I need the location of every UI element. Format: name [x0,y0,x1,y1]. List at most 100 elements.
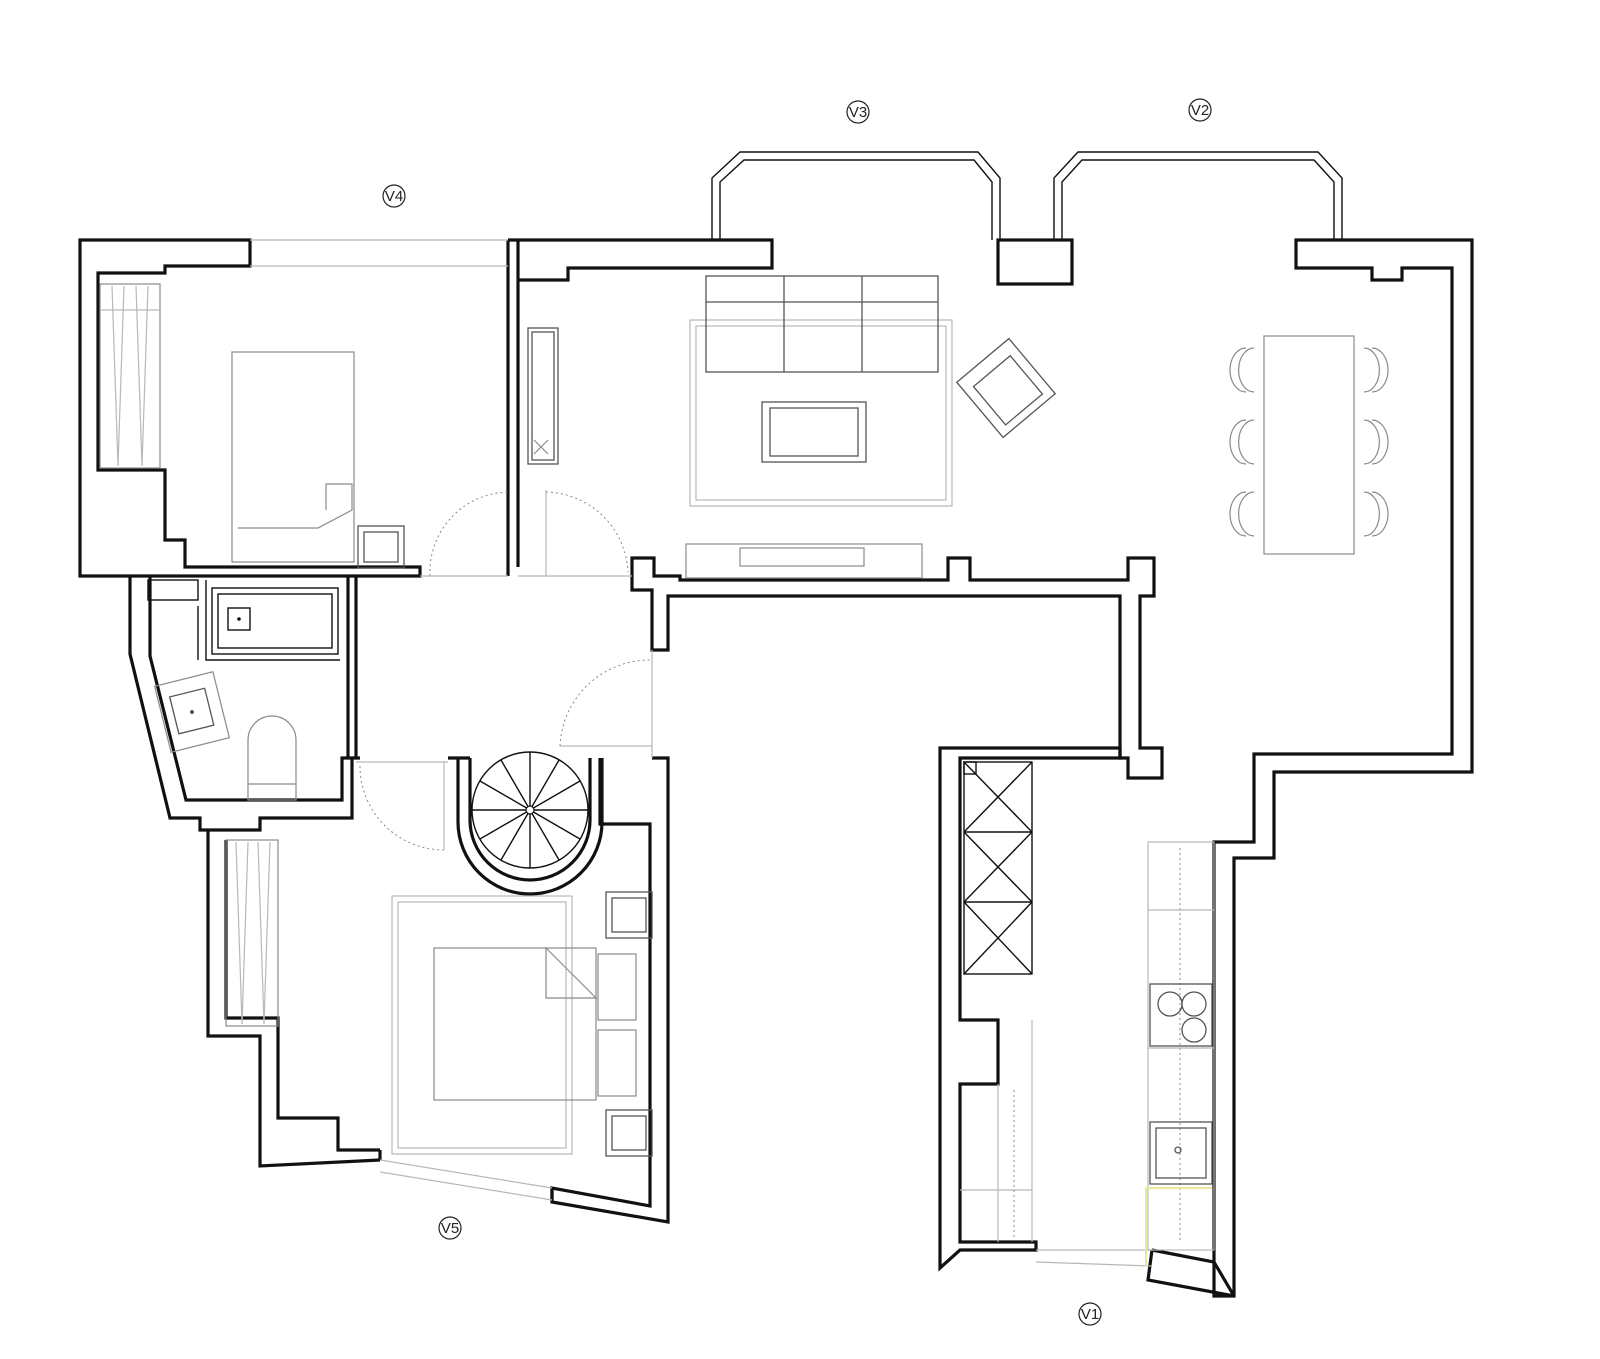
bathtub-inner [217,593,333,649]
door-bedroom-2-frame [356,761,448,850]
marker-v1: V1 [1078,1302,1102,1326]
tall-cabinet-crosses [963,761,1033,975]
marker-v4: V4 [382,184,406,208]
bathroom-walls [128,576,354,832]
dining-furniture [1229,335,1389,555]
bath-wall-inner [197,580,340,661]
toilet [247,715,297,801]
right-outer-wall [1212,238,1474,1298]
bath-shelf [147,579,199,601]
kitchen-counter-left [960,1020,1033,1242]
living-furniture [527,275,1057,579]
cooktop [1149,983,1213,1047]
kitchen-walls [938,746,1122,1272]
walls [78,238,1474,1298]
bath-inner-wall [346,576,358,758]
wardrobe-2-hangers [235,841,271,1025]
bedroom-2-rug [391,895,573,1155]
double-bed [433,947,597,1101]
stair-treads [472,752,588,868]
coffee-table-inner [769,407,859,457]
counter-dividers [1148,909,1214,1049]
nightstand-3 [605,1109,653,1157]
wardrobe-1 [99,283,161,469]
door-living [545,491,629,573]
kitchen-sink [1149,1121,1213,1185]
sofa-cushions [706,276,938,372]
doors [356,490,653,851]
window-markers: V2 V3 V2 V4 V5 V1 [382,98,1212,1326]
tall-cabinets [963,761,1033,975]
door-corridor [559,659,653,747]
marker-v4-text: V4 [385,188,403,205]
wardrobe-2 [225,839,279,1027]
living-bottom-wall [630,556,1164,780]
living-top-wall [508,238,774,282]
kitchen-sink-inner [1155,1127,1207,1179]
nightstand-3-inner [611,1115,647,1151]
counter-highlight [1145,1187,1212,1266]
door-corridor-frame [560,650,653,758]
living-rug-inner [695,325,947,501]
marker-v1-text: V1 [1081,1306,1099,1323]
single-bed [231,351,355,563]
nightstand-1-inner [363,531,399,563]
dining-table [1263,335,1355,555]
marker-v3-text: V3 [849,104,867,121]
bedroom-1-furniture [99,283,405,569]
stair-enclosure [468,758,592,882]
stair-enclosure-outer [456,758,604,896]
bed-fold [238,483,353,529]
sofa [705,275,939,373]
bedroom-2-rug-inner [397,901,567,1149]
marker-v2-text: V2 [1191,102,1209,119]
bay-window-v3 [711,151,1001,240]
drain-icon [237,617,241,621]
bedroom-2-furniture [225,839,653,1157]
stair-post [525,805,535,815]
spiral-stair [471,751,589,869]
door-bedroom-2 [359,765,445,851]
pillow-2 [597,1029,637,1097]
nightstand-2 [605,891,653,939]
shelf-unit-inner [531,331,555,461]
window-bedroom-2 [379,1159,553,1201]
tv-unit [685,543,923,579]
counter-right [1147,841,1215,1251]
dining-chairs [1229,347,1389,537]
bedroom-1-right-wall [506,240,520,576]
door-living-frame [518,490,632,577]
marker-v2: V2 [1188,98,1212,122]
bay-windows [250,151,1343,1267]
door-bedroom-1 [429,491,511,577]
pillow-1 [597,953,637,1021]
burner-3 [1181,1017,1207,1043]
kitchen-bottom-right [1146,1248,1236,1298]
bedroom-1-walls [78,238,422,578]
bath-sink-small [227,607,251,631]
bathtub [211,587,339,655]
nightstand-1 [357,525,405,569]
coffee-table [761,401,867,463]
bedroom-2-right-wall [550,756,670,1224]
plant-icon [533,439,549,455]
burner-2 [1181,991,1207,1017]
wardrobe-1-hangers [100,285,160,467]
nightstand-2-inner [611,897,647,933]
bedroom-2-walls [206,830,381,1168]
tv [739,547,865,567]
double-bed-fold [545,946,598,999]
marker-v5-text: V5 [441,1220,459,1237]
marker-v5: V5 [438,1216,462,1240]
living-rug [689,319,953,507]
window-kitchen [1035,1249,1153,1267]
marker-v3: V2 V3 [846,100,870,124]
chimney-block [996,238,1074,286]
armchair [955,337,1057,439]
kitchen-furniture [960,761,1215,1266]
window-bedroom-1 [250,239,508,267]
washbasin [153,671,231,753]
bathroom-furniture [147,579,340,801]
